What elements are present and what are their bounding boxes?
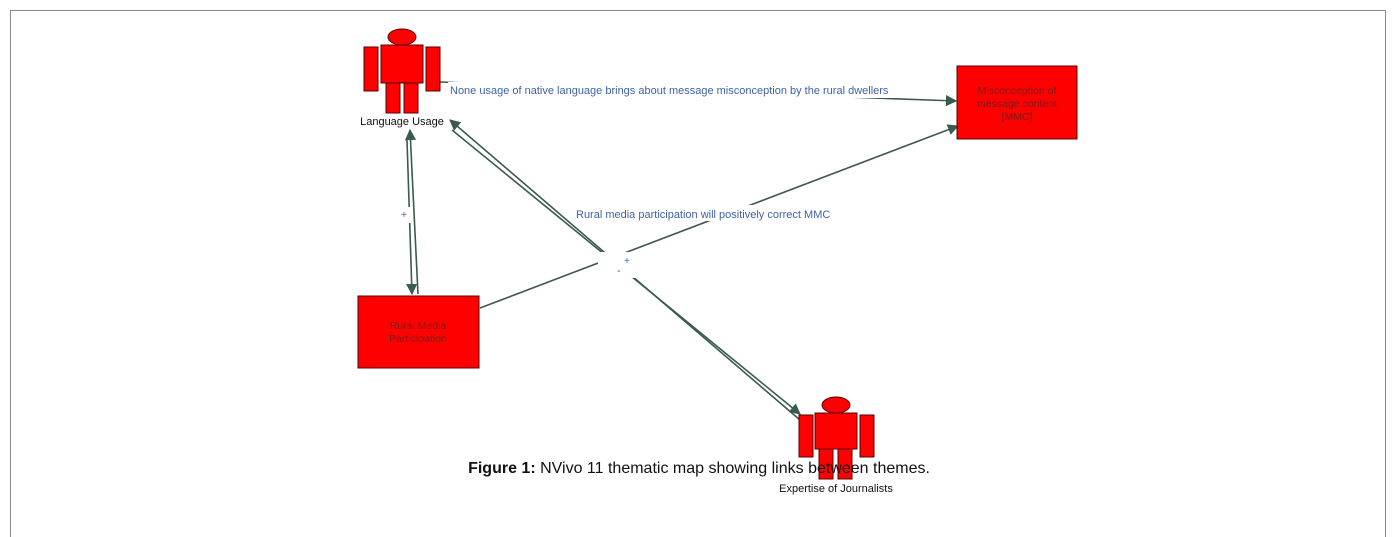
link-sign-plus-cross: +	[624, 256, 630, 267]
node-label-language-usage: Language Usage	[360, 116, 444, 128]
person-icon-expertise	[798, 396, 875, 480]
node-box-rural-media	[357, 295, 480, 369]
node-label-rural-media-2: Participation	[389, 333, 447, 345]
figure-frame	[10, 10, 1386, 537]
node-label-mmc-3: [MMC]	[1002, 111, 1033, 123]
person-icon-language-usage	[363, 28, 441, 114]
node-label-rural-media-1: Rural Media	[390, 320, 447, 332]
link-sign-plus-left: +	[401, 210, 407, 221]
node-label-mmc-2: message content	[977, 98, 1057, 110]
caption-text: NVivo 11 thematic map showing links betw…	[540, 460, 930, 477]
link-ruralmedia-to-language	[404, 128, 419, 295]
caption-label: Figure 1:	[468, 460, 536, 477]
figure-caption: Figure 1: NVivo 11 thematic map showing …	[0, 460, 1398, 478]
node-box-mmc	[956, 65, 1078, 140]
link-label-native-language: None usage of native language brings abo…	[450, 85, 889, 97]
node-label-expertise: Expertise of Journalists	[779, 483, 893, 495]
link-label-rural-media-mmc: Rural media participation will positivel…	[576, 209, 830, 221]
link-sign-minus-cross: -	[617, 265, 621, 277]
node-label-mmc-1: Misconception of	[978, 85, 1057, 97]
